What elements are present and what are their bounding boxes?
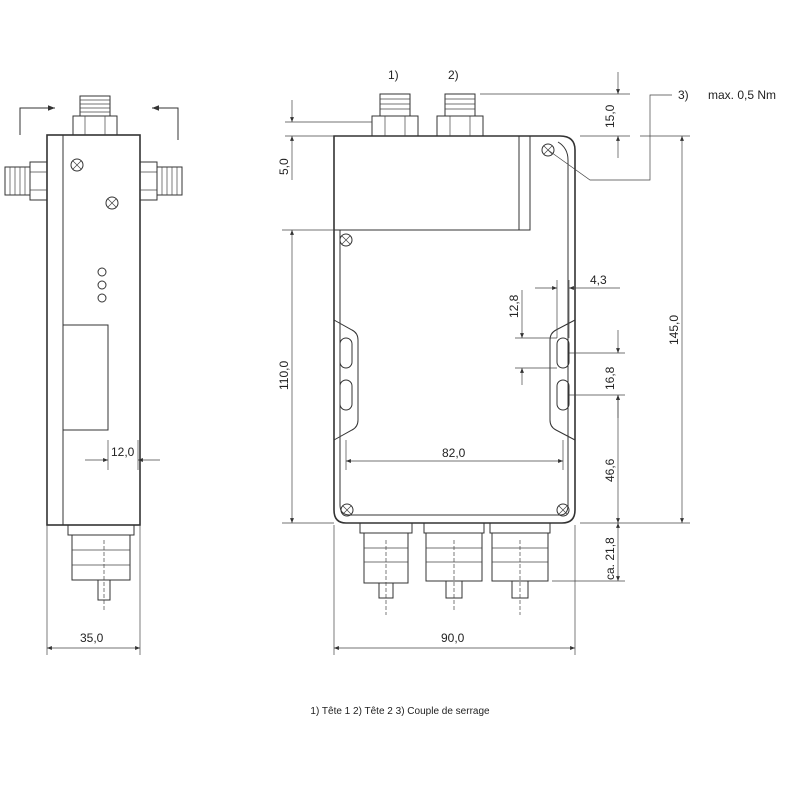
- dim-5-label: 5,0: [277, 158, 291, 175]
- dim-12-label: 12,0: [111, 445, 135, 459]
- dim-145-label: 145,0: [667, 315, 681, 345]
- side-cable-gland: [67, 524, 135, 610]
- side-screw-icon: [70, 158, 84, 172]
- dim-46-6-label: 46,6: [603, 458, 617, 482]
- screw-icon-bottom-left: [340, 503, 354, 517]
- callout-torque-ref: 3): [678, 88, 689, 102]
- dim-15: 15,0: [480, 72, 630, 158]
- dim-4-3-label: 4,3: [590, 273, 607, 287]
- dim-12-8: 12,8: [507, 290, 557, 385]
- dim-35-label: 35,0: [80, 631, 104, 645]
- legend-caption: 1) Tête 1 2) Tête 2 3) Couple de serrage: [310, 706, 490, 717]
- dim-145: 145,0: [580, 135, 690, 524]
- front-view: 1) 2) 3) max. 0,5 Nm 15,0 145,0: [277, 68, 776, 655]
- side-top-connector: [72, 95, 118, 136]
- dim-46-6: 46,6: [603, 395, 620, 523]
- callout-torque-value: max. 0,5 Nm: [708, 88, 776, 102]
- dim-110: 110,0: [277, 229, 334, 524]
- led-indicators: [97, 267, 107, 303]
- head-1-connector: [371, 93, 419, 137]
- dim-110-label: 110,0: [277, 361, 291, 390]
- dim-5: 5,0: [277, 100, 372, 180]
- dim-82-label: 82,0: [442, 446, 466, 460]
- cable-gland-3: [489, 522, 551, 615]
- dim-90: 90,0: [333, 525, 576, 655]
- callout-head-1: 1): [388, 68, 399, 82]
- dim-82: 82,0: [345, 440, 564, 470]
- mounting-slots-left: [333, 319, 359, 441]
- side-left-connector: [4, 161, 48, 201]
- torque-callout: 3) max. 0,5 Nm: [547, 88, 776, 181]
- dim-16-8-label: 16,8: [603, 366, 617, 390]
- dim-90-label: 90,0: [441, 631, 465, 645]
- dim-16-8: 16,8: [569, 330, 625, 418]
- side-screw-icon-2: [105, 196, 119, 210]
- callout-head-2: 2): [448, 68, 459, 82]
- dim-4-3: 4,3: [535, 273, 620, 338]
- head-2-connector: [436, 93, 484, 137]
- dim-35: 35,0: [46, 525, 141, 655]
- dim-15-label: 15,0: [603, 104, 617, 128]
- side-view: 12,0 35,0: [4, 95, 183, 655]
- dim-12-8-label: 12,8: [507, 294, 521, 318]
- screw-icon-mid-left: [339, 233, 353, 247]
- cable-gland-2: [423, 522, 485, 610]
- dim-21-8: ca. 21,8: [552, 523, 625, 582]
- cable-gland-1: [359, 522, 413, 615]
- rotation-arrows: [19, 105, 179, 140]
- dim-21-8-label: ca. 21,8: [603, 537, 617, 580]
- screw-icon-bottom-right: [556, 503, 570, 517]
- side-right-connector: [139, 161, 183, 201]
- dim-12: 12,0: [85, 440, 160, 470]
